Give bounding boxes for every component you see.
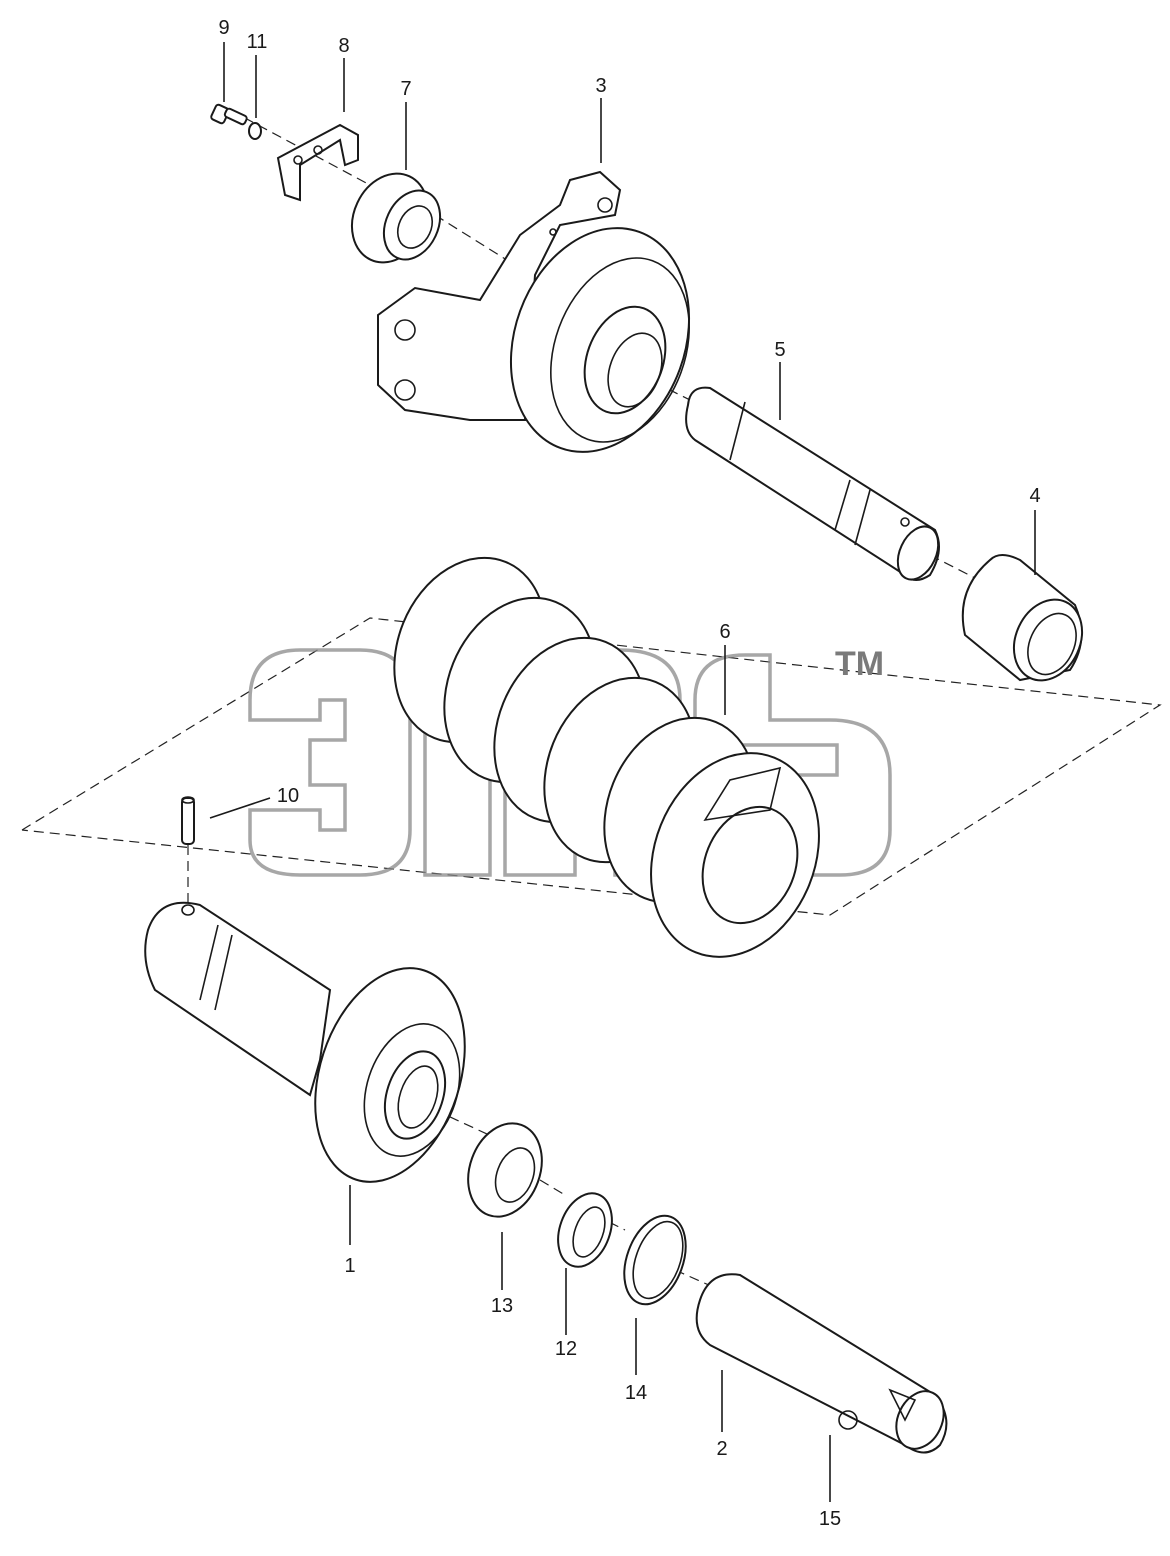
callout-3: 3 [595,75,606,97]
shaft-part-5 [685,386,940,581]
pin-part-2 [695,1273,948,1454]
callout-13: 13 [491,1295,513,1317]
spring-part-6 [393,556,820,958]
callout-15: 15 [819,1508,841,1530]
callout-1: 1 [344,1255,355,1277]
washer-part-11 [248,122,262,140]
bushing-part-4 [961,554,1084,682]
bracket-part-8 [276,123,359,202]
oring-part-14 [623,1214,687,1306]
ring-part-12 [557,1192,613,1268]
nut-part-7 [351,172,442,264]
callout-10: 10 [277,785,299,807]
callout-11: 11 [247,31,268,53]
callout-4: 4 [1029,485,1040,507]
callout-12: 12 [555,1338,577,1360]
rod-part-1 [144,901,466,1183]
callout-9: 9 [218,17,229,39]
bolt-part-9 [210,103,248,126]
callout-labels: 9 11 8 7 3 5 4 6 10 1 13 12 14 2 15 [218,17,1040,1530]
callout-5: 5 [774,339,785,361]
trademark-mark: TM [835,645,884,683]
callout-14: 14 [625,1382,647,1404]
callout-8: 8 [338,35,349,57]
callout-2: 2 [716,1438,727,1460]
seal-part-13 [467,1122,543,1218]
yoke-part-3 [377,170,691,453]
callout-6: 6 [719,621,730,643]
callout-7: 7 [400,78,411,100]
pin-part-10 [181,796,195,845]
leader-lines [209,42,1036,1502]
